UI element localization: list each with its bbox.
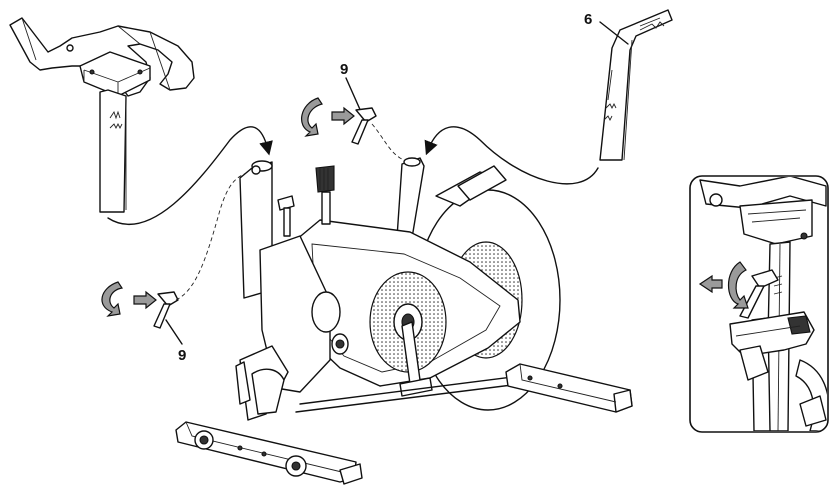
bike-frame (176, 158, 632, 484)
knob-9-top (352, 108, 376, 144)
label-part-6: 6 (584, 11, 592, 28)
seat-post-part-6 (600, 10, 672, 160)
rotate-arrow-bottom-icon (102, 282, 122, 316)
push-arrow-top-icon (332, 108, 354, 124)
label-part-9-top: 9 (340, 61, 348, 78)
knob-9-bottom (154, 292, 178, 328)
detail-inset (690, 176, 829, 432)
handlebar-assembly (10, 18, 194, 212)
insert-arrow-right (428, 127, 598, 184)
callout-line-9-top (346, 78, 362, 114)
push-arrow-bottom-icon (134, 292, 156, 308)
rotate-arrow-top-icon (302, 98, 322, 136)
label-part-9-bottom: 9 (178, 347, 186, 364)
callout-line-9-bottom (166, 320, 182, 344)
